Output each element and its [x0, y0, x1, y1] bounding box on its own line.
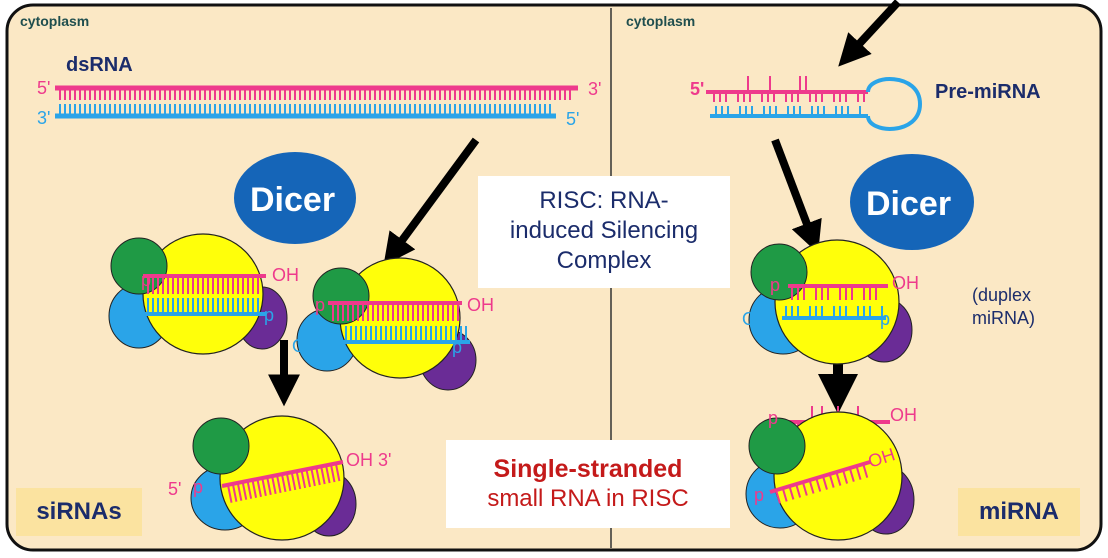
oh-label-2: OH — [112, 306, 139, 326]
dsrna-top-3-prime: 3' — [588, 79, 602, 99]
single-5-prime-left: 5' — [168, 479, 182, 499]
dicer-label-left: Dicer — [250, 181, 336, 219]
risc-complex-left-single — [190, 415, 357, 541]
dsrna-top-5-prime: 5' — [37, 78, 51, 98]
dsrna-bottom-3-prime: 3' — [37, 108, 51, 128]
single-stranded-box: Single-stranded small RNA in RISC — [446, 440, 730, 528]
pre-mirna-hairpin — [706, 76, 923, 131]
risc-complex-right-1 — [748, 239, 913, 365]
risc-line-3: Complex — [556, 247, 652, 274]
risc-complex-left-1 — [108, 233, 288, 355]
mirna-footer-label: miRNA — [958, 488, 1080, 536]
oh-label-4: OH — [292, 336, 319, 356]
p-label-r2: p — [880, 309, 891, 329]
risc-complex-left-2 — [296, 257, 477, 391]
single-stranded-line-1: Single-stranded — [493, 455, 683, 483]
oh-label-r2: OH — [742, 309, 769, 329]
duplex-label-line-1: (duplex — [971, 285, 1032, 305]
p-label-r1: p — [770, 275, 781, 295]
arrow-premirna-to-risc — [771, 138, 822, 254]
sirnas-footer-label: siRNAs — [16, 488, 142, 536]
p-label-3: p — [315, 295, 326, 315]
p-label-r4: p — [754, 485, 765, 505]
risc-line-2: induced Silencing — [509, 217, 699, 244]
p-label-1: p — [141, 270, 152, 290]
risc-line-1: RISC: RNA- — [539, 187, 669, 214]
risc-definition-box: RISC: RNA- induced Silencing Complex — [478, 176, 730, 288]
dicer-label-right: Dicer — [866, 185, 952, 223]
dicer-enzyme-left — [234, 152, 356, 244]
mismatch-ticks — [747, 76, 807, 92]
pre-mirna-label: Pre-miRNA — [935, 81, 1041, 103]
dsrna-label: dsRNA — [66, 54, 133, 76]
oh-label-1: OH — [272, 265, 299, 285]
oh-label-r3: OH — [890, 405, 917, 425]
p-label-4: p — [452, 337, 463, 357]
dsrna-molecule — [55, 85, 578, 119]
single-stranded-line-2: small RNA in RISC — [487, 485, 689, 512]
dsrna-bottom-5-prime: 5' — [566, 109, 580, 129]
p-label-r3: p — [768, 408, 779, 428]
pre-mirna-5-prime: 5' — [690, 79, 705, 99]
p-label-5: p — [193, 477, 204, 497]
duplex-mirna-label: (duplex miRNA) — [968, 286, 1035, 327]
arrow-into-right — [838, 0, 901, 67]
oh-label-3: OH — [467, 295, 494, 315]
cytoplasm-label-right: cytoplasm — [626, 13, 696, 29]
single-3-prime-left: OH 3' — [346, 450, 392, 470]
risc-complex-right-single — [745, 411, 915, 541]
oh-label-r1: OH — [892, 273, 919, 293]
dicer-enzyme-right — [850, 154, 974, 250]
duplex-label-line-2: miRNA) — [972, 308, 1035, 328]
p-label-2: p — [264, 305, 275, 325]
cytoplasm-label-left: cytoplasm — [20, 13, 90, 29]
arrow-dsrna-to-risc — [383, 137, 480, 266]
